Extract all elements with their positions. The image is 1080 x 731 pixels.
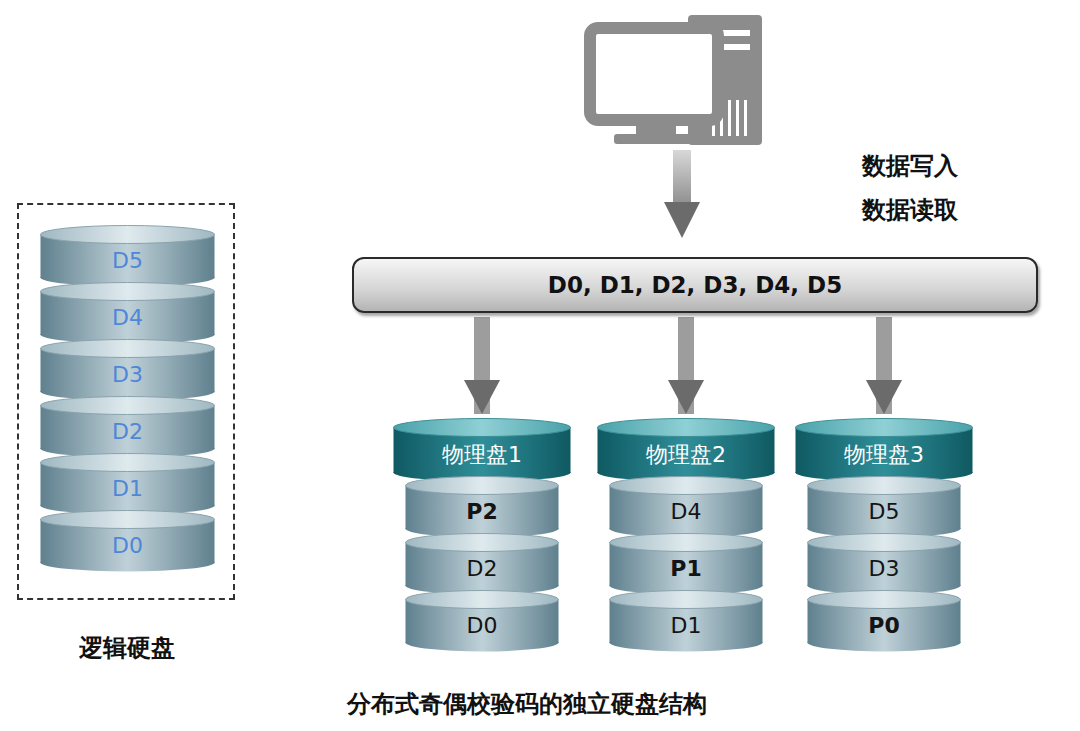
- flow-arrow: [876, 317, 892, 414]
- io-arrow: [664, 150, 700, 238]
- data-block: D5: [40, 225, 215, 287]
- block-label: D4: [671, 499, 702, 524]
- data-block: D4: [609, 476, 763, 538]
- flow-arrow: [678, 317, 694, 414]
- disk-label: 逻辑硬盘: [79, 632, 175, 664]
- data-block: D1: [609, 590, 763, 652]
- data-block: P1: [609, 533, 763, 595]
- data-block: D3: [807, 533, 961, 595]
- block-label: D1: [112, 476, 143, 501]
- data-bus-bar: D0, D1, D2, D3, D4, D5: [352, 257, 1038, 313]
- data-block: D2: [40, 396, 215, 458]
- data-block: D3: [40, 339, 215, 401]
- disk-header: 物理盘1: [393, 418, 571, 482]
- block-label: P2: [466, 499, 497, 524]
- disk-header: 物理盘2: [597, 418, 775, 482]
- data-block: D2: [405, 533, 559, 595]
- physical-disk: 物理盘2D4P1D1: [597, 418, 775, 652]
- physical-disk: 物理盘3D5D3P0: [795, 418, 973, 652]
- disk-title: 物理盘2: [646, 440, 726, 470]
- disk-title: 物理盘1: [442, 440, 522, 470]
- block-label: D1: [671, 613, 702, 638]
- bus-label: D0, D1, D2, D3, D4, D5: [548, 272, 842, 298]
- block-label: D0: [112, 533, 143, 558]
- flow-arrow: [474, 317, 490, 414]
- logical-disk: 逻辑硬盘 D5D4D3D2D1D0: [17, 203, 237, 673]
- block-label: D3: [112, 362, 143, 387]
- data-block: D5: [807, 476, 961, 538]
- block-label: D5: [112, 248, 143, 273]
- data-block: D0: [40, 510, 215, 572]
- disk-title: 物理盘3: [844, 440, 924, 470]
- block-label: P1: [670, 556, 701, 581]
- data-block: P0: [807, 590, 961, 652]
- data-block: D0: [405, 590, 559, 652]
- disk-header: 物理盘3: [795, 418, 973, 482]
- io-label: 数据写入: [862, 150, 958, 182]
- data-block: P2: [405, 476, 559, 538]
- block-label: D5: [869, 499, 900, 524]
- physical-disk: 物理盘1P2D2D0: [393, 418, 571, 652]
- block-label: D0: [467, 613, 498, 638]
- io-label: 数据读取: [862, 194, 958, 226]
- caption: 分布式奇偶校验码的独立硬盘结构: [347, 688, 707, 720]
- computer-icon: [590, 15, 762, 145]
- block-label: D2: [112, 419, 143, 444]
- block-label: D3: [869, 556, 900, 581]
- data-block: D1: [40, 453, 215, 515]
- block-label: D2: [467, 556, 498, 581]
- block-label: P0: [868, 613, 899, 638]
- block-label: D4: [112, 305, 143, 330]
- data-block: D4: [40, 282, 215, 344]
